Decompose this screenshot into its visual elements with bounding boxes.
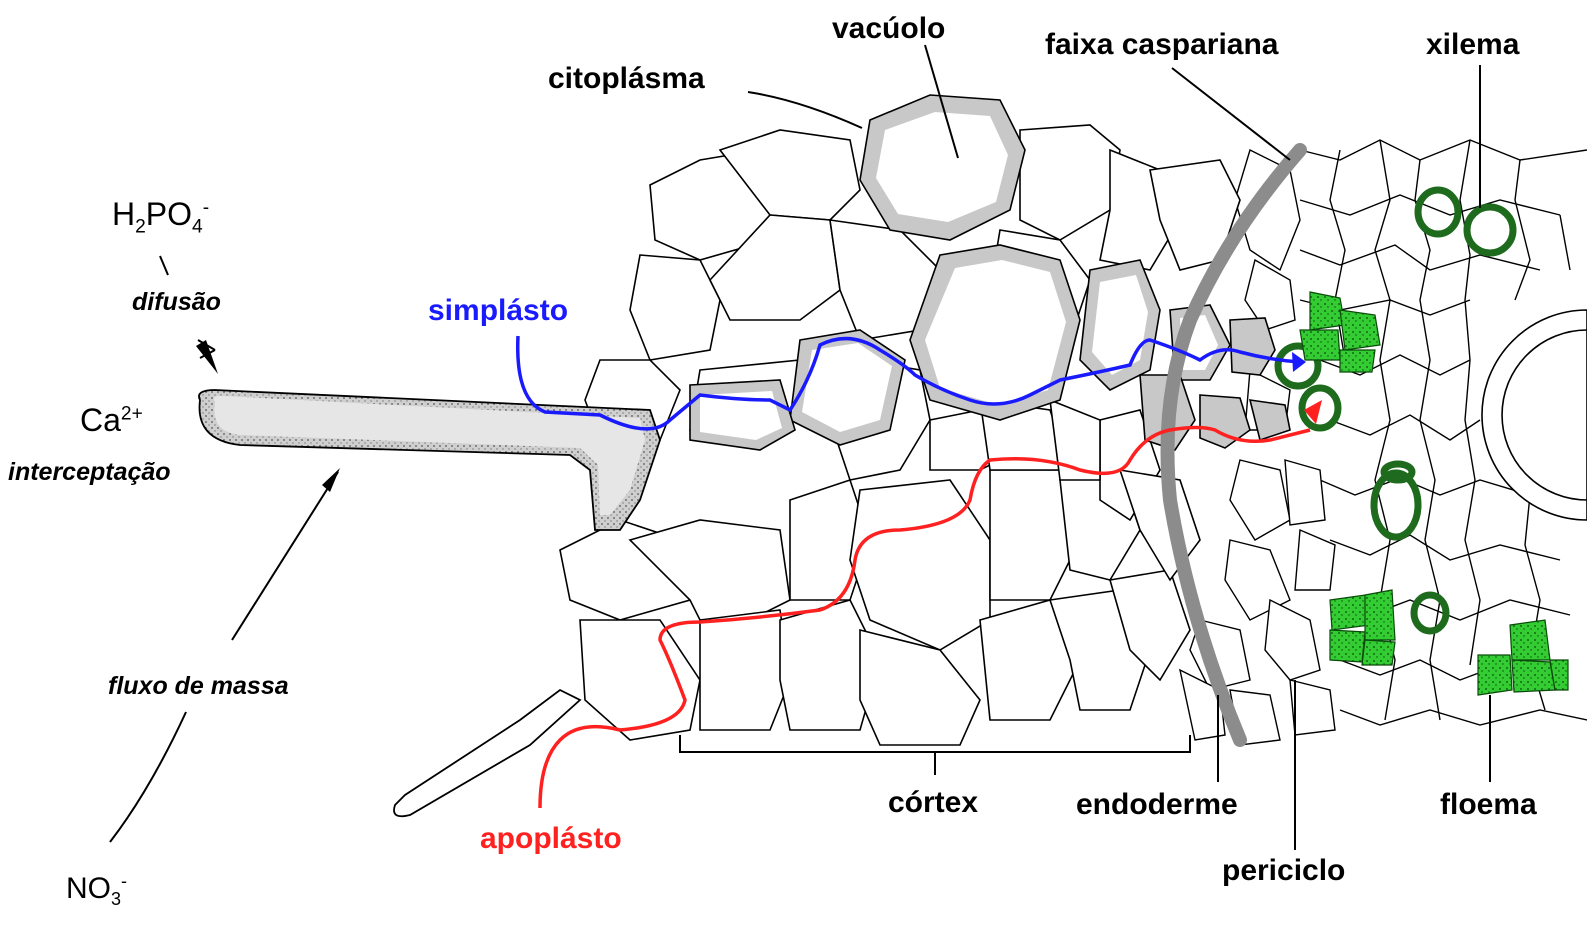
label-endoderme: endoderme bbox=[1076, 790, 1238, 820]
label-apoplasto: apoplásto bbox=[480, 824, 622, 854]
label-floema: floema bbox=[1440, 790, 1537, 820]
label-interceptacao: interceptação bbox=[8, 460, 171, 485]
label-citoplasma: citoplásma bbox=[548, 64, 705, 94]
difusao-arrowhead bbox=[196, 340, 218, 374]
label-fluxo-de-massa: fluxo de massa bbox=[108, 674, 289, 699]
label-simplasto: simplásto bbox=[428, 296, 568, 326]
label-xilema: xilema bbox=[1426, 30, 1519, 60]
ion-nitrate: NO3- bbox=[66, 872, 127, 908]
label-vacuolo: vacúolo bbox=[832, 14, 945, 44]
label-periciclo: periciclo bbox=[1222, 856, 1345, 886]
fluxo-arrowhead bbox=[322, 468, 340, 492]
ion-calcium: Ca2+ bbox=[80, 404, 143, 436]
ion-phosphate: H2PO4- bbox=[112, 198, 209, 237]
label-faixa-caspariana: faixa caspariana bbox=[1045, 30, 1278, 60]
stele-center bbox=[1482, 310, 1587, 520]
label-cortex: córtex bbox=[888, 788, 978, 818]
label-difusao: difusão bbox=[132, 290, 221, 315]
